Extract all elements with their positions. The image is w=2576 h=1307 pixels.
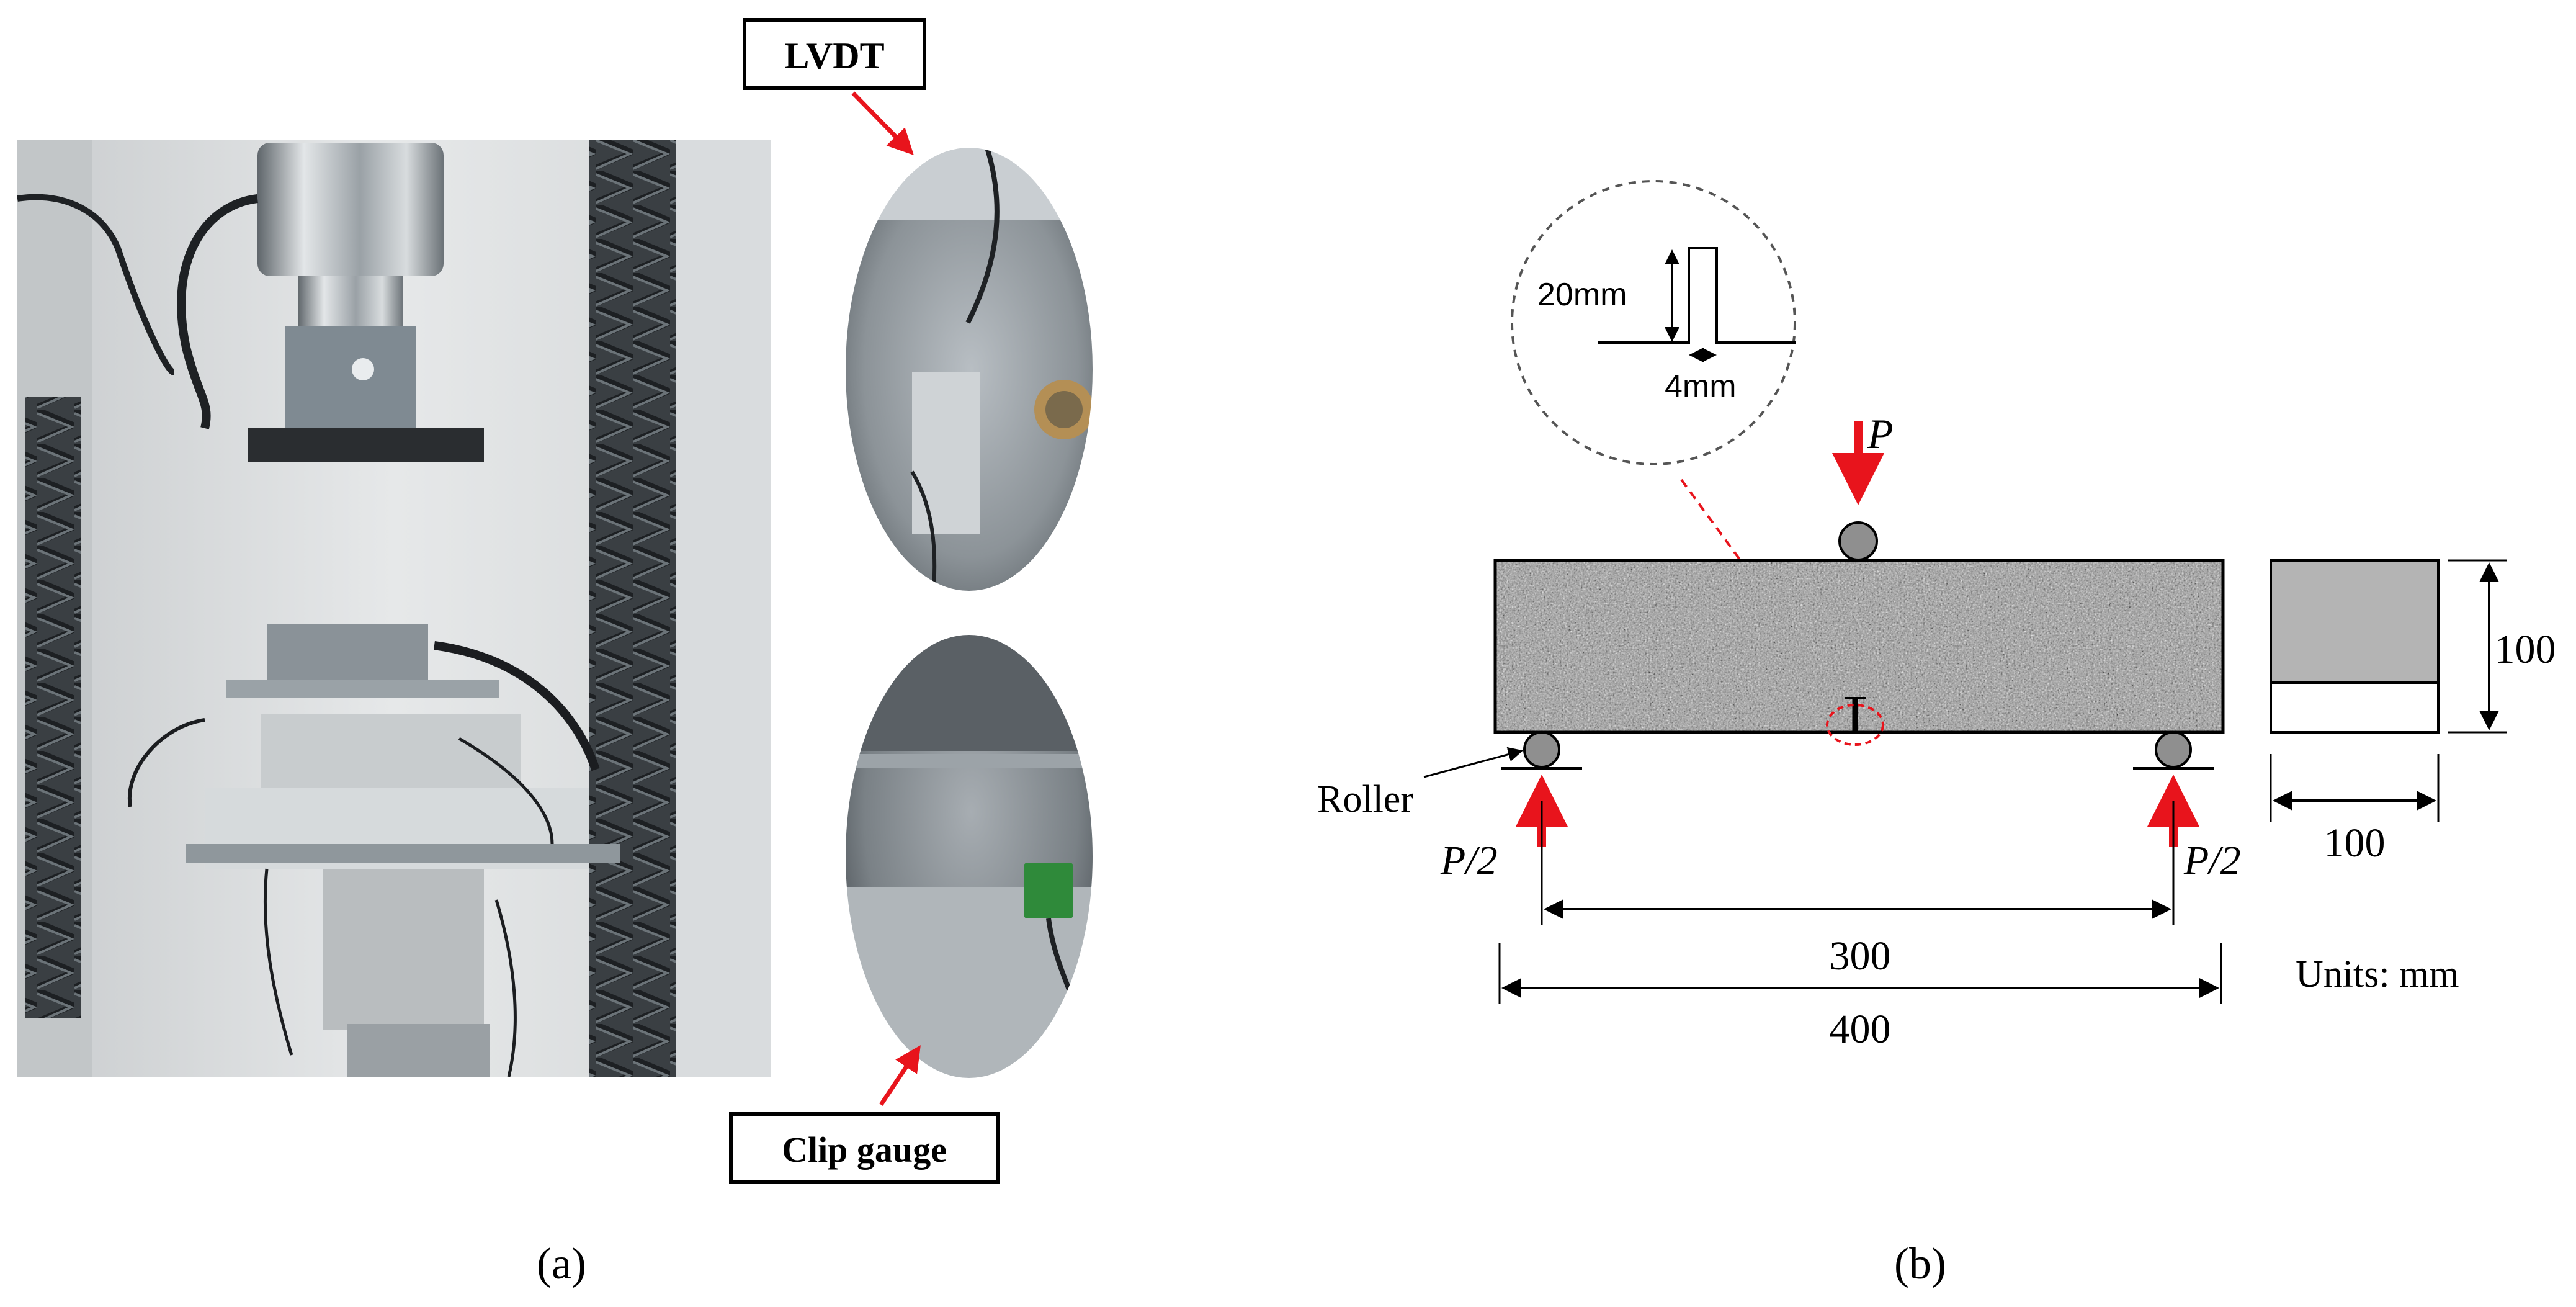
- lvdt-callout: LVDT: [743, 18, 926, 156]
- clip-gauge-label: Clip gauge: [782, 1130, 947, 1170]
- units-label: Units: mm: [2296, 953, 2459, 995]
- notch-height-label: 20mm: [1537, 277, 1627, 313]
- width-label: 100: [2324, 820, 2386, 866]
- loading-roller: [1838, 521, 1878, 561]
- left-reaction-label: P/2: [1440, 838, 1498, 883]
- cross-section: 100 100: [2270, 559, 2556, 866]
- notch-width-label: 4mm: [1665, 369, 1737, 405]
- lvdt-arrow: [851, 91, 914, 156]
- concrete-beam: [1493, 559, 2225, 746]
- notch-detail: 20mm 4mm: [1511, 180, 1796, 465]
- roller-label: Roller: [1317, 778, 1413, 820]
- left-support: P/2 Roller: [1317, 731, 1582, 883]
- notch-detail-circle: [1511, 180, 1796, 465]
- left-support-roller: [1523, 731, 1560, 768]
- notch-profile: [1598, 247, 1796, 344]
- clip-gauge-sensor: [1024, 863, 1073, 918]
- notch-highlight: [1826, 704, 1884, 746]
- length-dimension: 400: [1498, 943, 2222, 1052]
- right-reaction-label: P/2: [2183, 838, 2241, 883]
- roller-leader: [1423, 747, 1523, 778]
- center-load-label: P: [1867, 410, 1894, 457]
- right-support-roller: [2155, 731, 2192, 768]
- clip-gauge-closeup-frame: [844, 634, 1094, 1079]
- right-support: P/2: [2133, 731, 2241, 883]
- clip-gauge-arrow: [879, 1045, 921, 1106]
- span-dimension: 300: [1541, 801, 2175, 979]
- lvdt-closeup-frame: [844, 146, 1094, 592]
- clip-gauge-closeup: [845, 634, 1093, 1079]
- clip-gauge-callout: Clip gauge: [729, 1045, 1000, 1184]
- span-label: 300: [1830, 933, 1891, 979]
- center-load: P: [1832, 410, 1894, 561]
- lvdt-closeup: [845, 147, 1093, 591]
- height-label: 100: [2495, 627, 2556, 672]
- lvdt-label: LVDT: [784, 35, 884, 76]
- caption-a: (a): [537, 1239, 586, 1288]
- caption-b: (b): [1894, 1239, 1946, 1288]
- length-label: 400: [1830, 1007, 1891, 1052]
- cross-section-filled: [2270, 559, 2440, 684]
- test-rig-photo: [17, 140, 771, 1077]
